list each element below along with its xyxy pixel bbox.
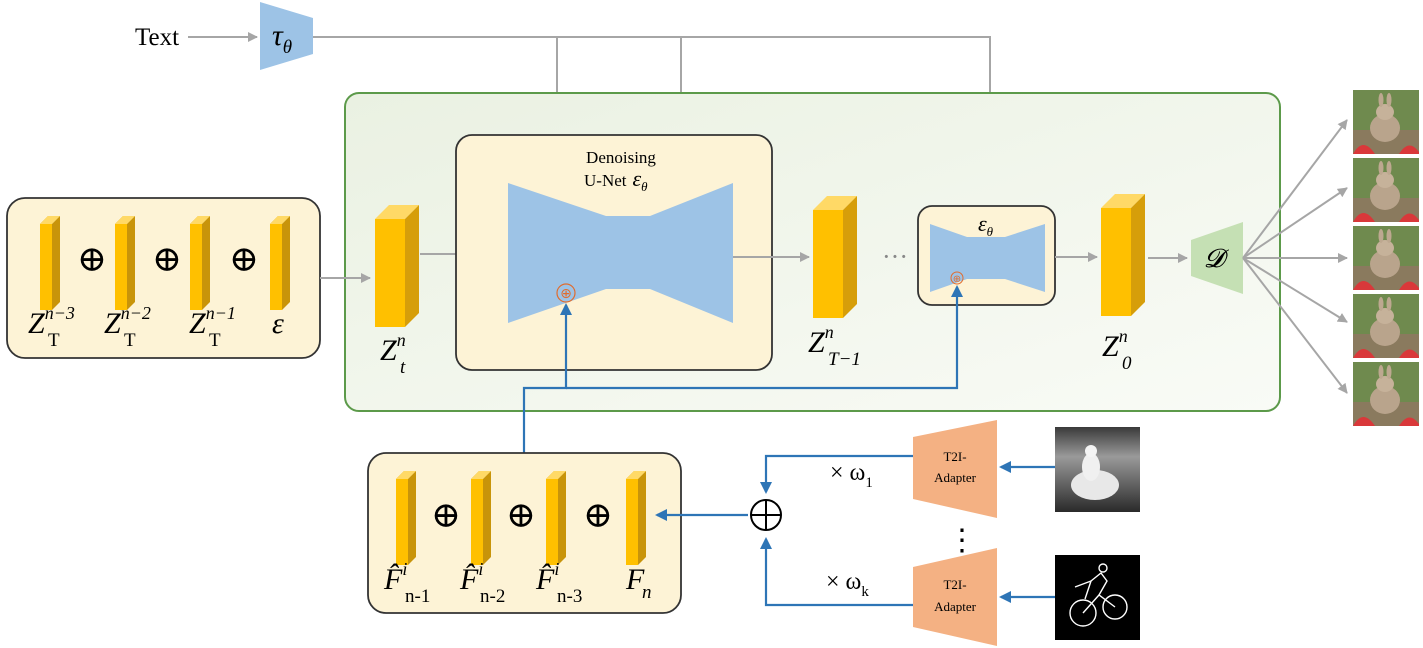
feature-sum-2: ⊕ [506, 495, 536, 535]
sketch-condition-image [1055, 555, 1140, 640]
sum-operator-3: ⊕ [229, 239, 259, 279]
latent-zt [375, 205, 419, 327]
output-frame-2 [1353, 158, 1419, 222]
label-fn: Fn [625, 563, 652, 603]
label-epsilon: ε [272, 307, 284, 340]
adapter1-block [913, 420, 997, 518]
latent-zT1 [813, 196, 857, 318]
unet-add-symbol: ⊕ [560, 285, 572, 301]
feature-to-small-unet-arrow [566, 285, 963, 390]
adapterk-to-sum-arrow [760, 537, 913, 607]
small-unet-shape [930, 224, 1045, 292]
encoder-symbol: τθ [272, 19, 292, 58]
unet-title-line1: Denoising [586, 148, 656, 167]
adapter1-label-1: T2I- [943, 449, 966, 464]
unet-add-node [556, 283, 576, 303]
adapter1-to-sum-arrow [760, 454, 913, 494]
output-frames [1353, 90, 1419, 426]
unet-shape [508, 183, 733, 323]
text-encoder-block [260, 2, 313, 70]
adapter1-label-2: Adapter [934, 470, 977, 485]
small-unet-symbol: εθ [978, 211, 994, 239]
sum-operator-1: ⊕ [77, 239, 107, 279]
ellipsis-steps: ··· [882, 242, 908, 271]
text-input-label: Text [135, 24, 179, 51]
depth-condition-image [1055, 427, 1140, 512]
adapter-ellipsis: ⋮ [947, 524, 977, 557]
adapterk-label-1: T2I- [943, 577, 966, 592]
small-unet-add-node [950, 271, 964, 285]
adapterk-weight: × ωk [826, 569, 869, 600]
feature-to-unet-arrow [522, 303, 572, 453]
adapterk-label-2: Adapter [934, 599, 977, 614]
output-frame-1 [1353, 90, 1419, 154]
adapterk-block [913, 548, 997, 646]
output-frame-4 [1353, 294, 1419, 358]
latent-z0 [1101, 194, 1145, 316]
feature-sum-3: ⊕ [583, 495, 613, 535]
output-frame-3 [1353, 226, 1419, 290]
output-frame-5 [1353, 362, 1419, 426]
feature-sum-1: ⊕ [431, 495, 461, 535]
feature-stack-box [367, 452, 682, 614]
small-unet-add-symbol: ⊕ [953, 274, 961, 285]
sum-operator-2: ⊕ [152, 239, 182, 279]
decoder-output-arrows [1242, 119, 1348, 394]
adapter1-weight: × ω1 [830, 460, 873, 491]
decoder-block [1191, 222, 1243, 294]
